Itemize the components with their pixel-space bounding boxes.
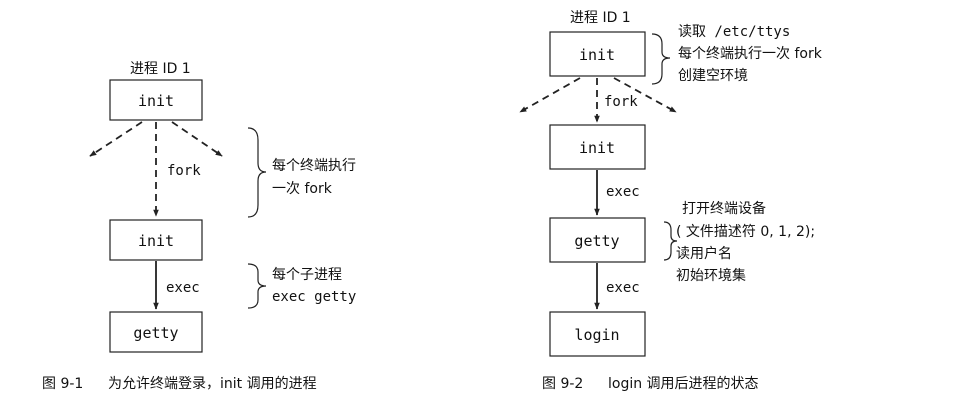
fig1-process-id-label: 进程 ID 1 bbox=[130, 61, 191, 77]
fig1-note-exec-line2: exec getty bbox=[272, 289, 356, 305]
fig1-box-init-top bbox=[109, 79, 203, 121]
fig1-brace-exec bbox=[247, 263, 267, 309]
fig1-note-fork-line2: 一次 fork bbox=[272, 181, 333, 197]
fig2-note-getty-line2: ( 文件描述符 0, 1, 2); bbox=[676, 224, 815, 240]
fig1-box-getty-label: getty bbox=[133, 324, 178, 342]
fig1-caption-num: 图 9-1 bbox=[42, 376, 83, 392]
fig2-exec-label-2: exec bbox=[606, 280, 640, 296]
fig2-box-init-mid-label: init bbox=[579, 139, 615, 157]
fig2-box-login-label: login bbox=[574, 326, 619, 344]
fig2-note-init-line3: 创建空环境 bbox=[678, 68, 748, 84]
fig1-caption-text: 为允许终端登录，init 调用的进程 bbox=[108, 376, 317, 392]
fig2-box-getty-label: getty bbox=[574, 232, 619, 250]
figure-9-2: 进程 ID 1 init 读取 /etc/ttys 每个终端执行一次 fork … bbox=[519, 10, 823, 392]
fig2-dashed-arrow-left bbox=[519, 77, 581, 113]
fig2-caption-num: 图 9-2 bbox=[542, 376, 583, 392]
fig2-box-init-top bbox=[549, 31, 646, 77]
fig1-box-getty bbox=[109, 311, 203, 353]
fig1-dashed-arrow-left bbox=[89, 121, 143, 157]
fig2-caption-text: login 调用后进程的状态 bbox=[608, 376, 759, 392]
fig2-box-init-top-label: init bbox=[579, 46, 615, 64]
fig2-note-getty-line3: 读用户名 bbox=[676, 245, 732, 262]
fig1-brace-fork bbox=[247, 127, 267, 218]
fig1-note-fork-line1: 每个终端执行 bbox=[272, 158, 356, 174]
fig2-note-init-line2: 每个终端执行一次 fork bbox=[678, 46, 823, 62]
fig1-note-exec-line1: 每个子进程 bbox=[272, 267, 342, 283]
fig2-process-id-label: 进程 ID 1 bbox=[570, 10, 631, 26]
fig1-box-init-top-label: init bbox=[138, 92, 174, 110]
fig1-exec-label: exec bbox=[166, 280, 200, 296]
fig2-box-getty bbox=[549, 217, 646, 263]
fig2-note-init-line1: 读取 /etc/ttys bbox=[678, 23, 790, 40]
fig1-box-init-mid-label: init bbox=[138, 232, 174, 250]
figure-9-1: 进程 ID 1 init fork 每个终端执行 一次 fork init ex… bbox=[42, 61, 356, 392]
fig1-dashed-arrow-right bbox=[171, 121, 223, 157]
fig2-fork-label: fork bbox=[604, 94, 638, 110]
fig2-note-getty-line1: 打开终端设备 bbox=[682, 200, 766, 217]
fig2-box-login bbox=[549, 311, 646, 357]
fig2-brace-getty bbox=[663, 221, 678, 261]
fig2-note-getty-line4: 初始环境集 bbox=[676, 267, 746, 284]
fig2-exec-label-1: exec bbox=[606, 184, 640, 200]
fig1-fork-label: fork bbox=[167, 163, 201, 179]
fig1-box-init-mid bbox=[109, 219, 203, 261]
fig2-brace-init bbox=[651, 33, 671, 85]
fig2-box-init-mid bbox=[549, 124, 646, 170]
